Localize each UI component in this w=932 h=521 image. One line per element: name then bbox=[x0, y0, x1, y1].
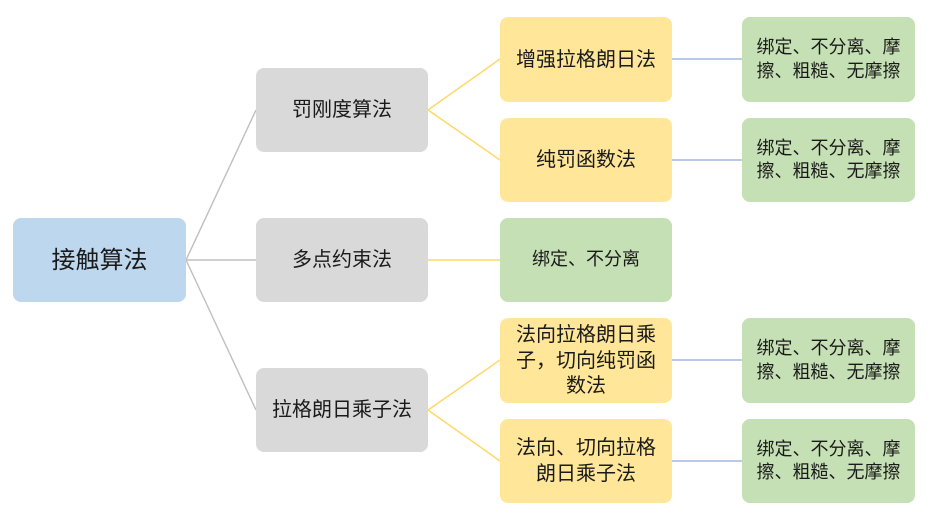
augmented-contact-types-label: 绑定、不分离、摩擦、粗糙、无摩擦 bbox=[756, 37, 901, 82]
multi-point-result-label: 绑定、不分离 bbox=[532, 249, 640, 271]
penalty-stiffness-node: 罚刚度算法 bbox=[256, 68, 428, 152]
normal-tangent-contact-types-label: 绑定、不分离、摩擦、粗糙、无摩擦 bbox=[756, 438, 901, 483]
normal-tangent-lagrange-label: 法向、切向拉格朗日乘子法 bbox=[516, 435, 656, 485]
root-node: 接触算法 bbox=[13, 218, 186, 302]
augmented-lagrange-node: 增强拉格朗日法 bbox=[500, 17, 672, 102]
lagrange-multiplier-label: 拉格朗日乘子法 bbox=[272, 397, 412, 422]
augmented-contact-types-node: 绑定、不分离、摩擦、粗糙、无摩擦 bbox=[742, 17, 915, 102]
normal-lagrange-contact-types-node: 绑定、不分离、摩擦、粗糙、无摩擦 bbox=[742, 318, 915, 403]
pure-penalty-node: 纯罚函数法 bbox=[500, 118, 672, 202]
normal-tangent-contact-types-node: 绑定、不分离、摩擦、粗糙、无摩擦 bbox=[742, 419, 915, 503]
multi-point-constraint-label: 多点约束法 bbox=[292, 247, 392, 272]
connector-lagrange-tangent bbox=[427, 409, 501, 462]
lagrange-multiplier-node: 拉格朗日乘子法 bbox=[256, 368, 428, 452]
root-label: 接触算法 bbox=[51, 245, 148, 274]
connector-penalty-augmented bbox=[427, 58, 501, 111]
multi-point-constraint-node: 多点约束法 bbox=[256, 218, 428, 302]
normal-lagrange-tangent-penalty-node: 法向拉格朗日乘子，切向纯罚函数法 bbox=[500, 318, 672, 403]
pure-penalty-contact-types-label: 绑定、不分离、摩擦、粗糙、无摩擦 bbox=[756, 137, 901, 182]
augmented-lagrange-label: 增强拉格朗日法 bbox=[516, 46, 656, 71]
connector-root-lagrange bbox=[185, 259, 257, 411]
penalty-stiffness-label: 罚刚度算法 bbox=[292, 97, 392, 122]
connector-root-penalty bbox=[185, 109, 257, 261]
multi-point-result-node: 绑定、不分离 bbox=[500, 218, 672, 302]
connector-lagrange-normal bbox=[427, 359, 501, 411]
normal-tangent-lagrange-node: 法向、切向拉格朗日乘子法 bbox=[500, 419, 672, 503]
pure-penalty-contact-types-node: 绑定、不分离、摩擦、粗糙、无摩擦 bbox=[742, 118, 915, 202]
connector-penalty-pure bbox=[427, 109, 501, 161]
normal-lagrange-tangent-penalty-label: 法向拉格朗日乘子，切向纯罚函数法 bbox=[516, 322, 656, 398]
normal-lagrange-contact-types-label: 绑定、不分离、摩擦、粗糙、无摩擦 bbox=[756, 338, 901, 383]
pure-penalty-label: 纯罚函数法 bbox=[536, 147, 636, 172]
